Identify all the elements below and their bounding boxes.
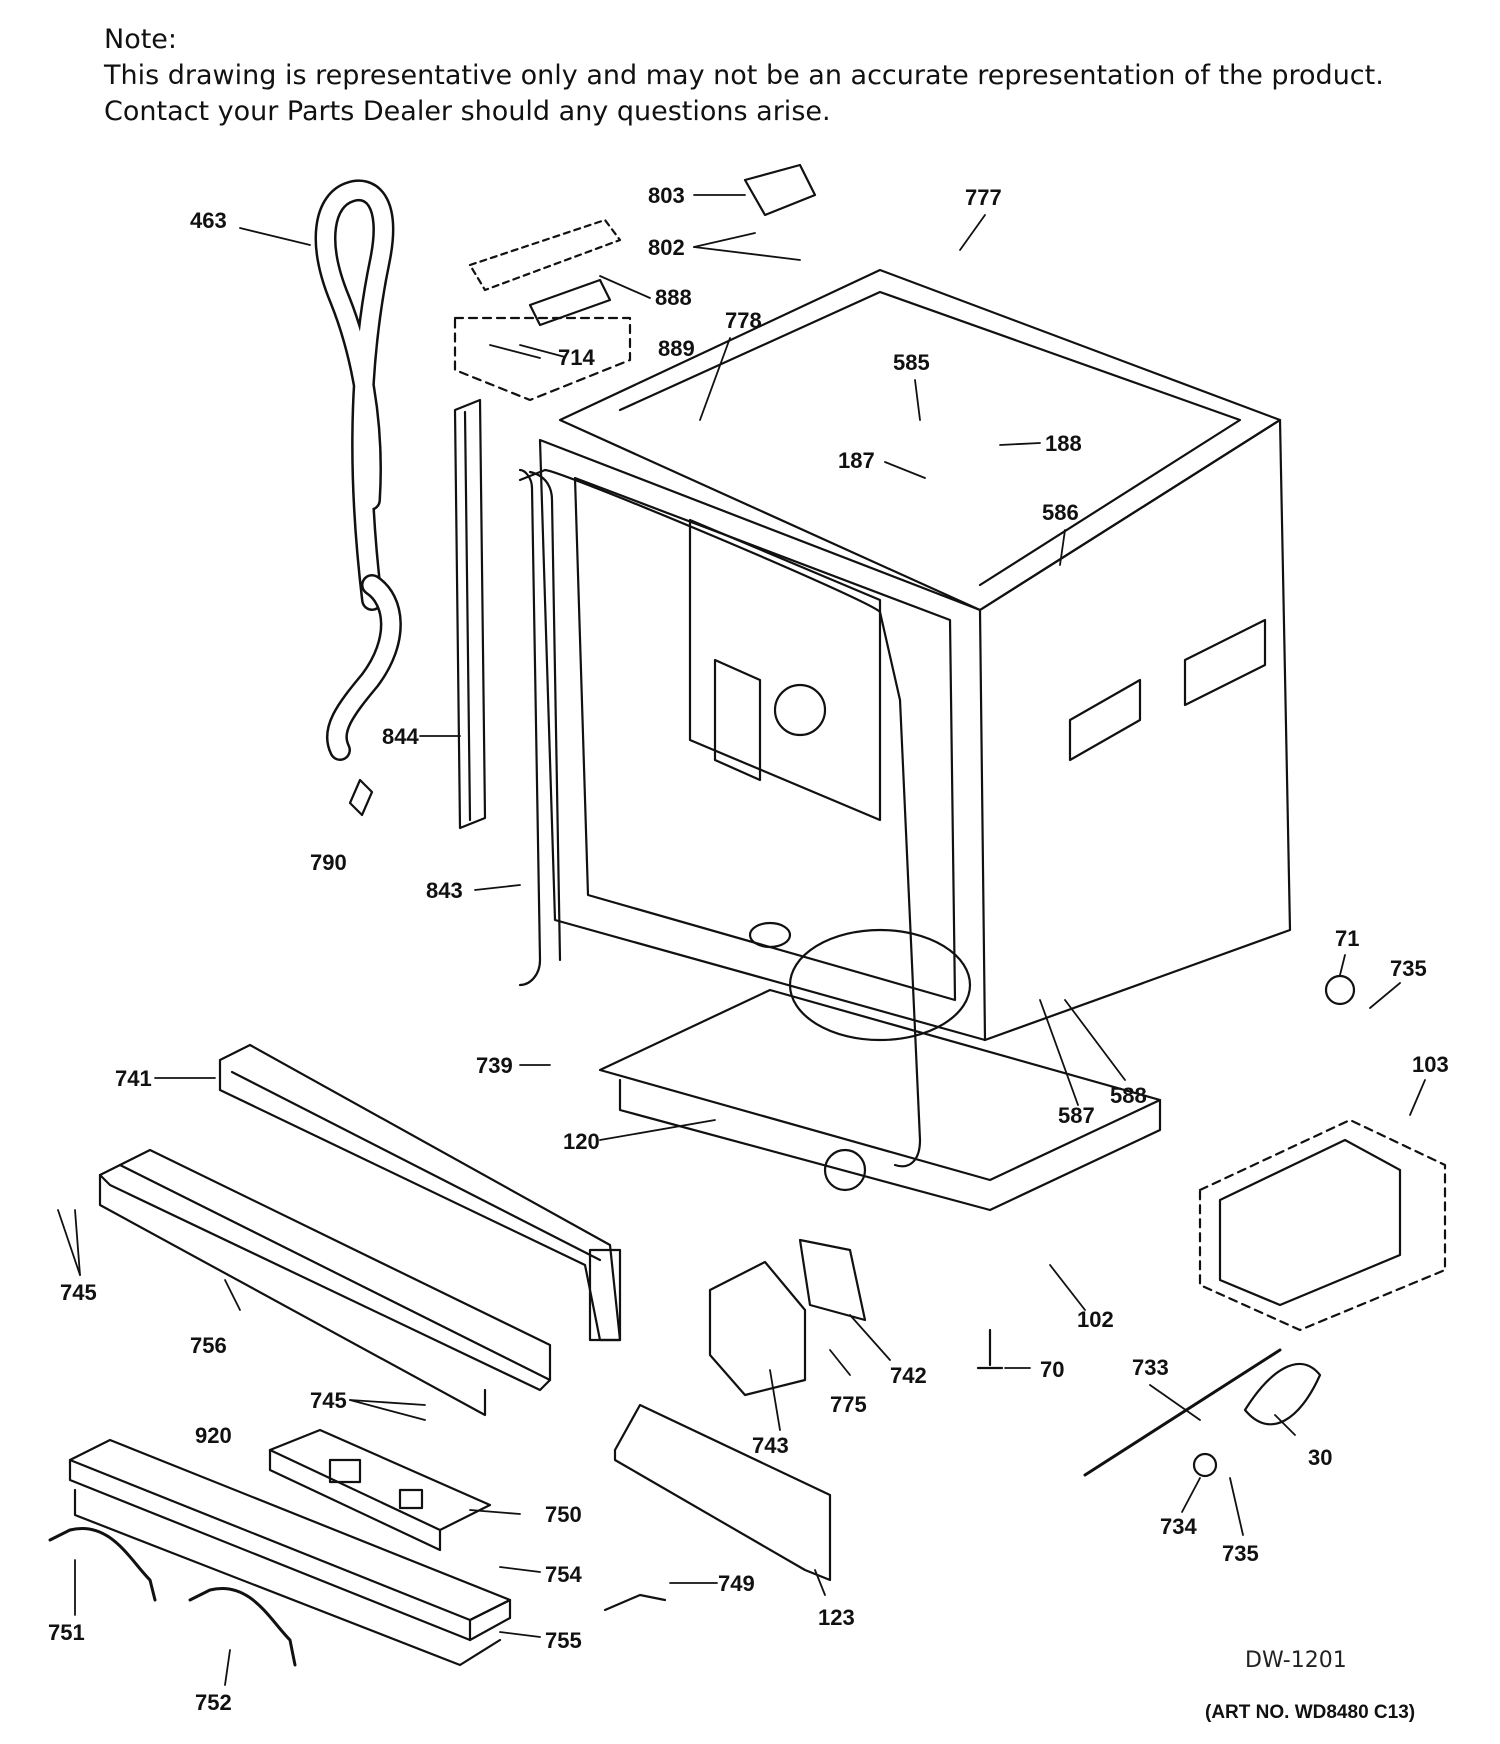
part-label[interactable]: 735: [1390, 956, 1427, 981]
part-label[interactable]: 803: [648, 183, 685, 208]
part-label[interactable]: 889: [658, 336, 695, 361]
part-label[interactable]: 71: [1335, 926, 1359, 951]
part-label[interactable]: 920: [195, 1423, 232, 1448]
part-label[interactable]: 734: [1160, 1514, 1197, 1539]
part-70: [976, 1328, 1004, 1370]
part-label[interactable]: 70: [1040, 1357, 1064, 1382]
harness-751: [48, 1526, 157, 1602]
tub-drawing: [518, 268, 1292, 1212]
part-888: [528, 278, 612, 327]
note-heading: Note:: [104, 24, 178, 55]
part-label[interactable]: 745: [60, 1280, 97, 1305]
part-label[interactable]: 844: [382, 724, 419, 749]
bracket-group-889: [453, 316, 632, 402]
part-label[interactable]: 586: [1042, 500, 1079, 525]
door-gasket-strips-drawing: [453, 398, 562, 987]
kick-rail-drawing: [98, 1148, 552, 1417]
part-label[interactable]: 120: [563, 1129, 600, 1154]
part-label[interactable]: 102: [1077, 1307, 1114, 1332]
part-label[interactable]: 778: [725, 308, 762, 333]
note-line-2: Contact your Parts Dealer should any que…: [104, 96, 831, 127]
part-803: [743, 163, 817, 217]
part-label[interactable]: 714: [558, 345, 595, 370]
part-labels: 463 803 802 888 777 889 714 778 585 188 …: [48, 183, 1449, 1715]
part-71: [1324, 974, 1356, 1006]
part-label[interactable]: 187: [838, 448, 875, 473]
control-housing-drawing: [68, 1438, 512, 1667]
part-label[interactable]: 735: [1222, 1541, 1259, 1566]
part-label[interactable]: 588: [1110, 1083, 1147, 1108]
part-label[interactable]: 754: [545, 1562, 582, 1587]
part-label[interactable]: 742: [890, 1363, 927, 1388]
part-label[interactable]: 745: [310, 1388, 347, 1413]
part-label[interactable]: 802: [648, 235, 685, 260]
part-733: [1083, 1348, 1282, 1477]
part-label[interactable]: 30: [1308, 1445, 1332, 1470]
part-30: [1243, 1362, 1322, 1426]
part-label[interactable]: 888: [655, 285, 692, 310]
part-label[interactable]: 463: [190, 208, 227, 233]
insulation-123: [613, 1403, 832, 1582]
part-label[interactable]: 741: [115, 1066, 152, 1091]
part-label[interactable]: 188: [1045, 431, 1082, 456]
part-label[interactable]: 743: [752, 1433, 789, 1458]
part-label[interactable]: 103: [1412, 1052, 1449, 1077]
leader-lines: [57, 194, 1426, 1686]
part-label[interactable]: 123: [818, 1605, 855, 1630]
part-label[interactable]: 751: [48, 1620, 85, 1645]
part-label[interactable]: 750: [545, 1502, 582, 1527]
part-label[interactable]: 843: [426, 878, 463, 903]
part-label[interactable]: 775: [830, 1392, 867, 1417]
part-label[interactable]: 749: [718, 1571, 755, 1596]
part-734: [1192, 1452, 1218, 1478]
part-label[interactable]: 739: [476, 1053, 513, 1078]
harness-749: [603, 1593, 667, 1612]
drawing-reference: DW-1201: [1245, 1648, 1347, 1673]
toe-kick-support-drawing: [218, 1043, 622, 1342]
part-label[interactable]: 585: [893, 350, 930, 375]
drain-hose-drawing: [314, 179, 402, 817]
part-label[interactable]: 777: [965, 185, 1002, 210]
part-label[interactable]: 755: [545, 1628, 582, 1653]
bracket-742: [798, 1238, 867, 1322]
part-label[interactable]: 790: [310, 850, 347, 875]
part-label[interactable]: 587: [1058, 1103, 1095, 1128]
part-label[interactable]: 733: [1132, 1355, 1169, 1380]
part-label[interactable]: 756: [190, 1333, 227, 1358]
art-number: (ART NO. WD8480 C13): [1205, 1702, 1416, 1723]
control-board-drawing: [268, 1428, 492, 1552]
module-743: [708, 1260, 807, 1397]
part-label[interactable]: 752: [195, 1690, 232, 1715]
harness-752: [188, 1586, 297, 1667]
note-line-1: This drawing is representative only and …: [104, 60, 1384, 91]
